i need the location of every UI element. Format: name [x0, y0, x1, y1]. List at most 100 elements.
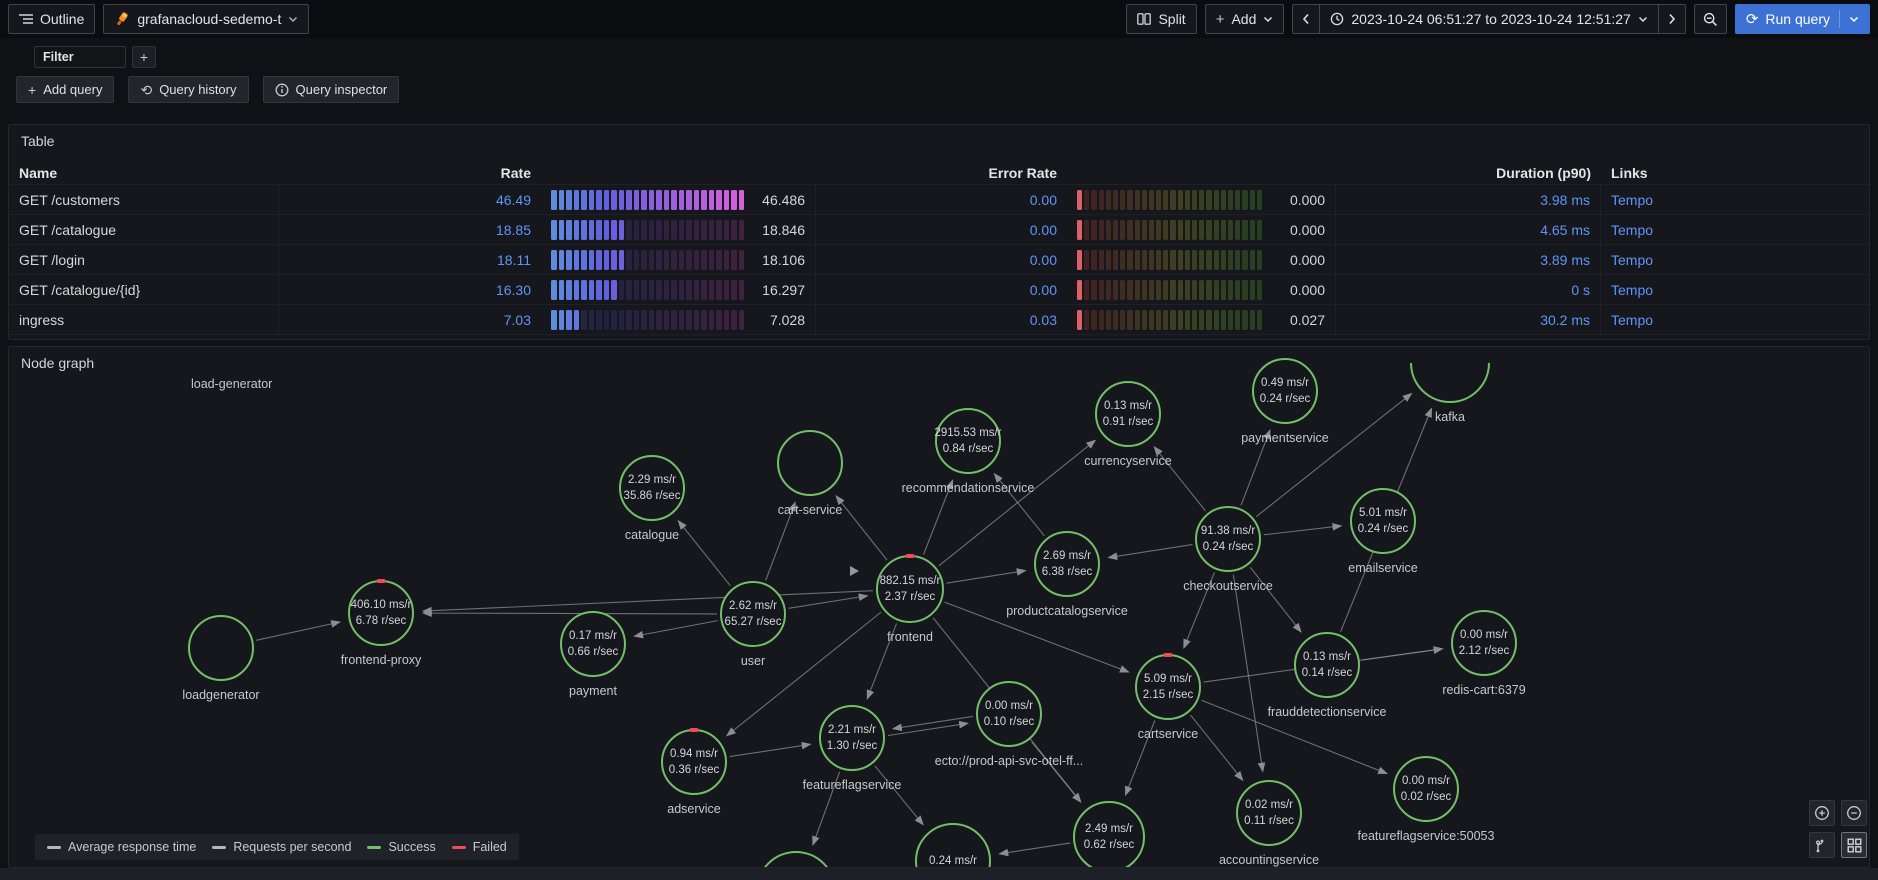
graph-node-fe[interactable]: 882.15 ms/r 2.37 r/sec frontend	[876, 554, 944, 644]
add-query-button[interactable]: + Add query	[16, 76, 115, 103]
tempo-logo-icon	[114, 11, 130, 27]
node-stat-duration: 0.13 ms/r	[1104, 400, 1152, 413]
cell-rate-link[interactable]: 18.11	[497, 251, 531, 268]
cell-duration-link[interactable]: 0 s	[1571, 281, 1590, 298]
node-stat-rate: 2.37 r/sec	[884, 590, 936, 603]
time-shift-back-button[interactable]	[1292, 4, 1320, 34]
graph-node-n024[interactable]: 0.24 ms/r	[915, 823, 991, 867]
filter-input[interactable]: Filter	[34, 46, 126, 68]
cell-tempo-link[interactable]: Tempo	[1611, 221, 1654, 238]
graph-node-redis[interactable]: 0.00 ms/r 2.12 r/sec redis-cart:6379	[1442, 610, 1526, 697]
graph-node-lg[interactable]: loadgenerator	[182, 615, 260, 702]
graph-node-pay[interactable]: 0.17 ms/r 0.66 r/sec payment	[560, 611, 626, 698]
node-stat-duration: 5.01 ms/r	[1359, 507, 1407, 520]
node-stat-duration: 406.10 ms/r	[350, 599, 412, 612]
node-graph-panel-title[interactable]: Node graph	[21, 355, 95, 371]
node-stat-rate: 0.66 r/sec	[567, 645, 619, 658]
add-filter-button[interactable]: +	[132, 46, 156, 68]
add-label: Add	[1231, 11, 1257, 27]
node-stat-duration: 0.00 ms/r	[985, 700, 1033, 713]
grid-icon	[1847, 838, 1862, 853]
cell-tempo-link[interactable]: Tempo	[1611, 281, 1654, 298]
cell-rate-value: 18.106	[762, 251, 805, 268]
graph-node-arc1[interactable]	[756, 851, 836, 867]
graph-node-ps[interactable]: 0.49 ms/r 0.24 r/sec paymentservice	[1241, 358, 1329, 445]
graph-node-em[interactable]: 5.01 ms/r 0.24 r/sec emailservice	[1348, 488, 1418, 575]
cell-tempo-link[interactable]: Tempo	[1611, 251, 1654, 268]
table-panel-title[interactable]: Table	[21, 133, 55, 149]
graph-node-acct[interactable]: 0.02 ms/r 0.11 r/sec accountingservice	[1219, 780, 1319, 867]
failed-arc-indicator	[689, 728, 699, 732]
graph-node-kafka[interactable]: kafka	[1410, 347, 1490, 424]
node-label: kafka	[1435, 410, 1465, 424]
graph-node-ffs[interactable]: 2.21 ms/r 1.30 r/sec featureflagservice	[803, 705, 901, 792]
clipped-node-label: load-generator	[191, 377, 273, 391]
graph-grid-view-button[interactable]	[1841, 832, 1867, 858]
cell-error-rate-link[interactable]: 0.00	[1029, 281, 1057, 298]
zoom-out-time-button[interactable]	[1693, 4, 1727, 34]
graph-node-user[interactable]: 2.62 ms/r 65.27 r/sec user	[720, 581, 786, 668]
graph-node-cs[interactable]: cart-service	[777, 430, 843, 517]
cell-duration-link[interactable]: 3.89 ms	[1540, 251, 1590, 268]
time-range-button[interactable]: 2023-10-24 06:51:27 to 2023-10-24 12:51:…	[1319, 4, 1658, 34]
graph-node-rec[interactable]: 2915.53 ms/r 0.84 r/sec recommendationse…	[902, 408, 1034, 495]
node-label: accountingservice	[1218, 853, 1320, 867]
graph-node-cur[interactable]: 0.13 ms/r 0.91 r/sec currencyservice	[1084, 381, 1172, 468]
cell-error-rate-link[interactable]: 0.00	[1029, 221, 1057, 238]
button-divider	[1839, 10, 1840, 28]
graph-node-fraud[interactable]: 0.13 ms/r 0.14 r/sec frauddetectionservi…	[1268, 632, 1386, 719]
column-header-duration[interactable]: Duration (p90)	[1496, 164, 1591, 181]
legend-swatch	[212, 845, 227, 849]
query-history-button[interactable]: ⟲ Query history	[128, 76, 249, 103]
cell-rate-link[interactable]: 46.49	[495, 191, 531, 208]
cell-rate-link[interactable]: 16.30	[495, 281, 531, 298]
graph-node-n249[interactable]: 2.49 ms/r 0.62 r/sec	[1073, 801, 1145, 867]
cell-error-rate-value: 0.000	[1289, 191, 1325, 208]
node-stat-duration: 0.17 ms/r	[569, 630, 617, 643]
node-stat-duration: 2.49 ms/r	[1085, 823, 1133, 836]
graph-node-ad[interactable]: 0.94 ms/r 0.36 r/sec adservice	[661, 728, 727, 816]
split-button[interactable]: Split	[1126, 4, 1197, 34]
cell-rate-link[interactable]: 18.85	[495, 221, 531, 238]
column-header-error-rate[interactable]: Error Rate	[988, 164, 1057, 181]
cell-duration-link[interactable]: 4.65 ms	[1540, 221, 1590, 238]
graph-zoom-out-button[interactable]	[1841, 800, 1867, 826]
graph-node-cat[interactable]: 2.29 ms/r 35.86 r/sec catalogue	[619, 455, 685, 542]
node-label: checkoutservice	[1183, 579, 1273, 593]
column-header-links[interactable]: Links	[1611, 164, 1648, 181]
cell-error-rate-link[interactable]: 0.03	[1029, 311, 1057, 328]
node-stat-rate: 0.24 r/sec	[1357, 522, 1409, 535]
info-circle-icon	[275, 83, 289, 97]
graph-node-pcs[interactable]: 2.69 ms/r 6.38 r/sec productcatalogservi…	[1006, 531, 1128, 618]
run-query-button[interactable]: ⟳ Run query	[1734, 4, 1870, 34]
time-shift-forward-button[interactable]	[1657, 4, 1686, 34]
cell-duration-link[interactable]: 30.2 ms	[1540, 311, 1590, 328]
legend-label: Success	[388, 840, 436, 854]
query-inspector-button[interactable]: Query inspector	[262, 76, 400, 103]
cell-error-rate-link[interactable]: 0.00	[1029, 251, 1057, 268]
add-button[interactable]: + Add	[1204, 4, 1285, 34]
column-header-rate[interactable]: Rate	[500, 164, 531, 181]
node-stat-duration: 0.24 ms/r	[929, 854, 977, 867]
cell-duration-link[interactable]: 3.98 ms	[1540, 191, 1590, 208]
cell-rate-link[interactable]: 7.03	[503, 311, 531, 328]
graph-node-ffs2[interactable]: 0.00 ms/r 0.02 r/sec featureflagservice:…	[1358, 756, 1494, 843]
query-inspector-label: Query inspector	[295, 82, 388, 97]
chevron-down-icon[interactable]	[1849, 15, 1859, 23]
node-stat-duration: 0.00 ms/r	[1402, 775, 1450, 788]
graph-layout-button[interactable]	[1809, 832, 1835, 858]
column-header-name[interactable]: Name	[19, 164, 58, 181]
rate-gauge	[551, 189, 744, 210]
cell-error-rate-link[interactable]: 0.00	[1029, 191, 1057, 208]
datasource-picker[interactable]: grafanacloud-sedemo-t	[103, 4, 310, 34]
branch-layout-icon	[1815, 838, 1830, 853]
outline-button[interactable]: Outline	[8, 4, 96, 34]
node-label: adservice	[667, 802, 721, 816]
graph-node-ecto[interactable]: 0.00 ms/r 0.10 r/sec ecto://prod-api-svc…	[935, 681, 1083, 768]
cell-tempo-link[interactable]: Tempo	[1611, 311, 1654, 328]
graph-zoom-in-button[interactable]	[1809, 800, 1835, 826]
graph-node-cart[interactable]: 5.09 ms/r 2.15 r/sec cartservice	[1135, 653, 1201, 741]
graph-node-co[interactable]: 91.38 ms/r 0.24 r/sec checkoutservice	[1183, 506, 1273, 593]
cell-tempo-link[interactable]: Tempo	[1611, 191, 1654, 208]
graph-node-fp[interactable]: 406.10 ms/r 6.78 r/sec frontend-proxy	[341, 579, 421, 667]
